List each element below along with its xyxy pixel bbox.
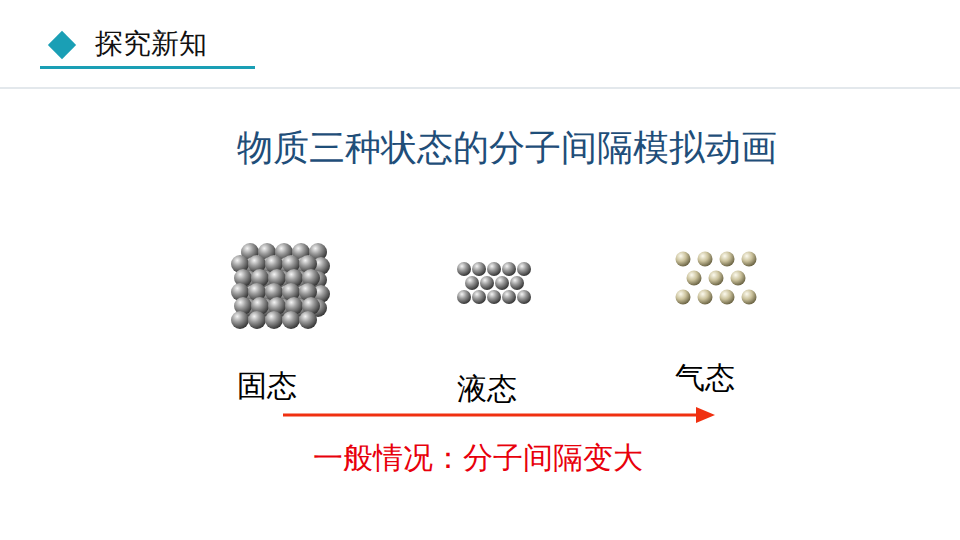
- gas-molecule: [720, 290, 735, 305]
- header-diamond: [48, 31, 76, 59]
- liquid-molecule: [472, 290, 486, 304]
- liquid-molecule: [457, 290, 471, 304]
- solid-molecules: [231, 243, 330, 329]
- liquid-molecule: [465, 276, 479, 290]
- solid-molecule: [299, 311, 317, 329]
- solid-molecule: [282, 311, 300, 329]
- liquid-molecule: [480, 276, 494, 290]
- header-underline: [40, 66, 255, 69]
- liquid-molecule: [495, 276, 509, 290]
- arrow-head: [696, 407, 715, 423]
- solid-molecule: [248, 311, 266, 329]
- gas-molecule: [698, 290, 713, 305]
- liquid-molecule: [487, 290, 501, 304]
- liquid-molecule: [510, 276, 524, 290]
- gas-molecule: [742, 252, 757, 267]
- slide-title: 物质三种状态的分子间隔模拟动画: [237, 126, 777, 169]
- section-heading: 探究新知: [95, 27, 207, 61]
- gas-molecule: [698, 252, 713, 267]
- gas-molecule: [676, 290, 691, 305]
- gas-molecule: [742, 290, 757, 305]
- state-label: 气态: [675, 360, 735, 396]
- gas-molecules: [676, 252, 757, 305]
- gas-molecule: [709, 271, 724, 286]
- state-label: 固态: [237, 368, 297, 404]
- liquid-molecule: [457, 262, 471, 276]
- solid-molecule: [265, 311, 283, 329]
- conclusion-note: 一般情况：分子间隔变大: [313, 440, 643, 476]
- liquid-molecule: [472, 262, 486, 276]
- liquid-molecule: [502, 290, 516, 304]
- liquid-molecule: [487, 262, 501, 276]
- gas-molecule: [731, 271, 746, 286]
- gas-molecule: [676, 252, 691, 267]
- gas-molecule: [687, 271, 702, 286]
- gas-molecule: [720, 252, 735, 267]
- liquid-molecule: [502, 262, 516, 276]
- liquid-molecule: [517, 290, 531, 304]
- state-label: 液态: [457, 371, 517, 407]
- direction-arrow: [283, 414, 698, 417]
- liquid-molecules: [457, 262, 531, 304]
- liquid-molecule: [517, 262, 531, 276]
- header-rule: [0, 87, 960, 89]
- solid-molecule: [231, 311, 249, 329]
